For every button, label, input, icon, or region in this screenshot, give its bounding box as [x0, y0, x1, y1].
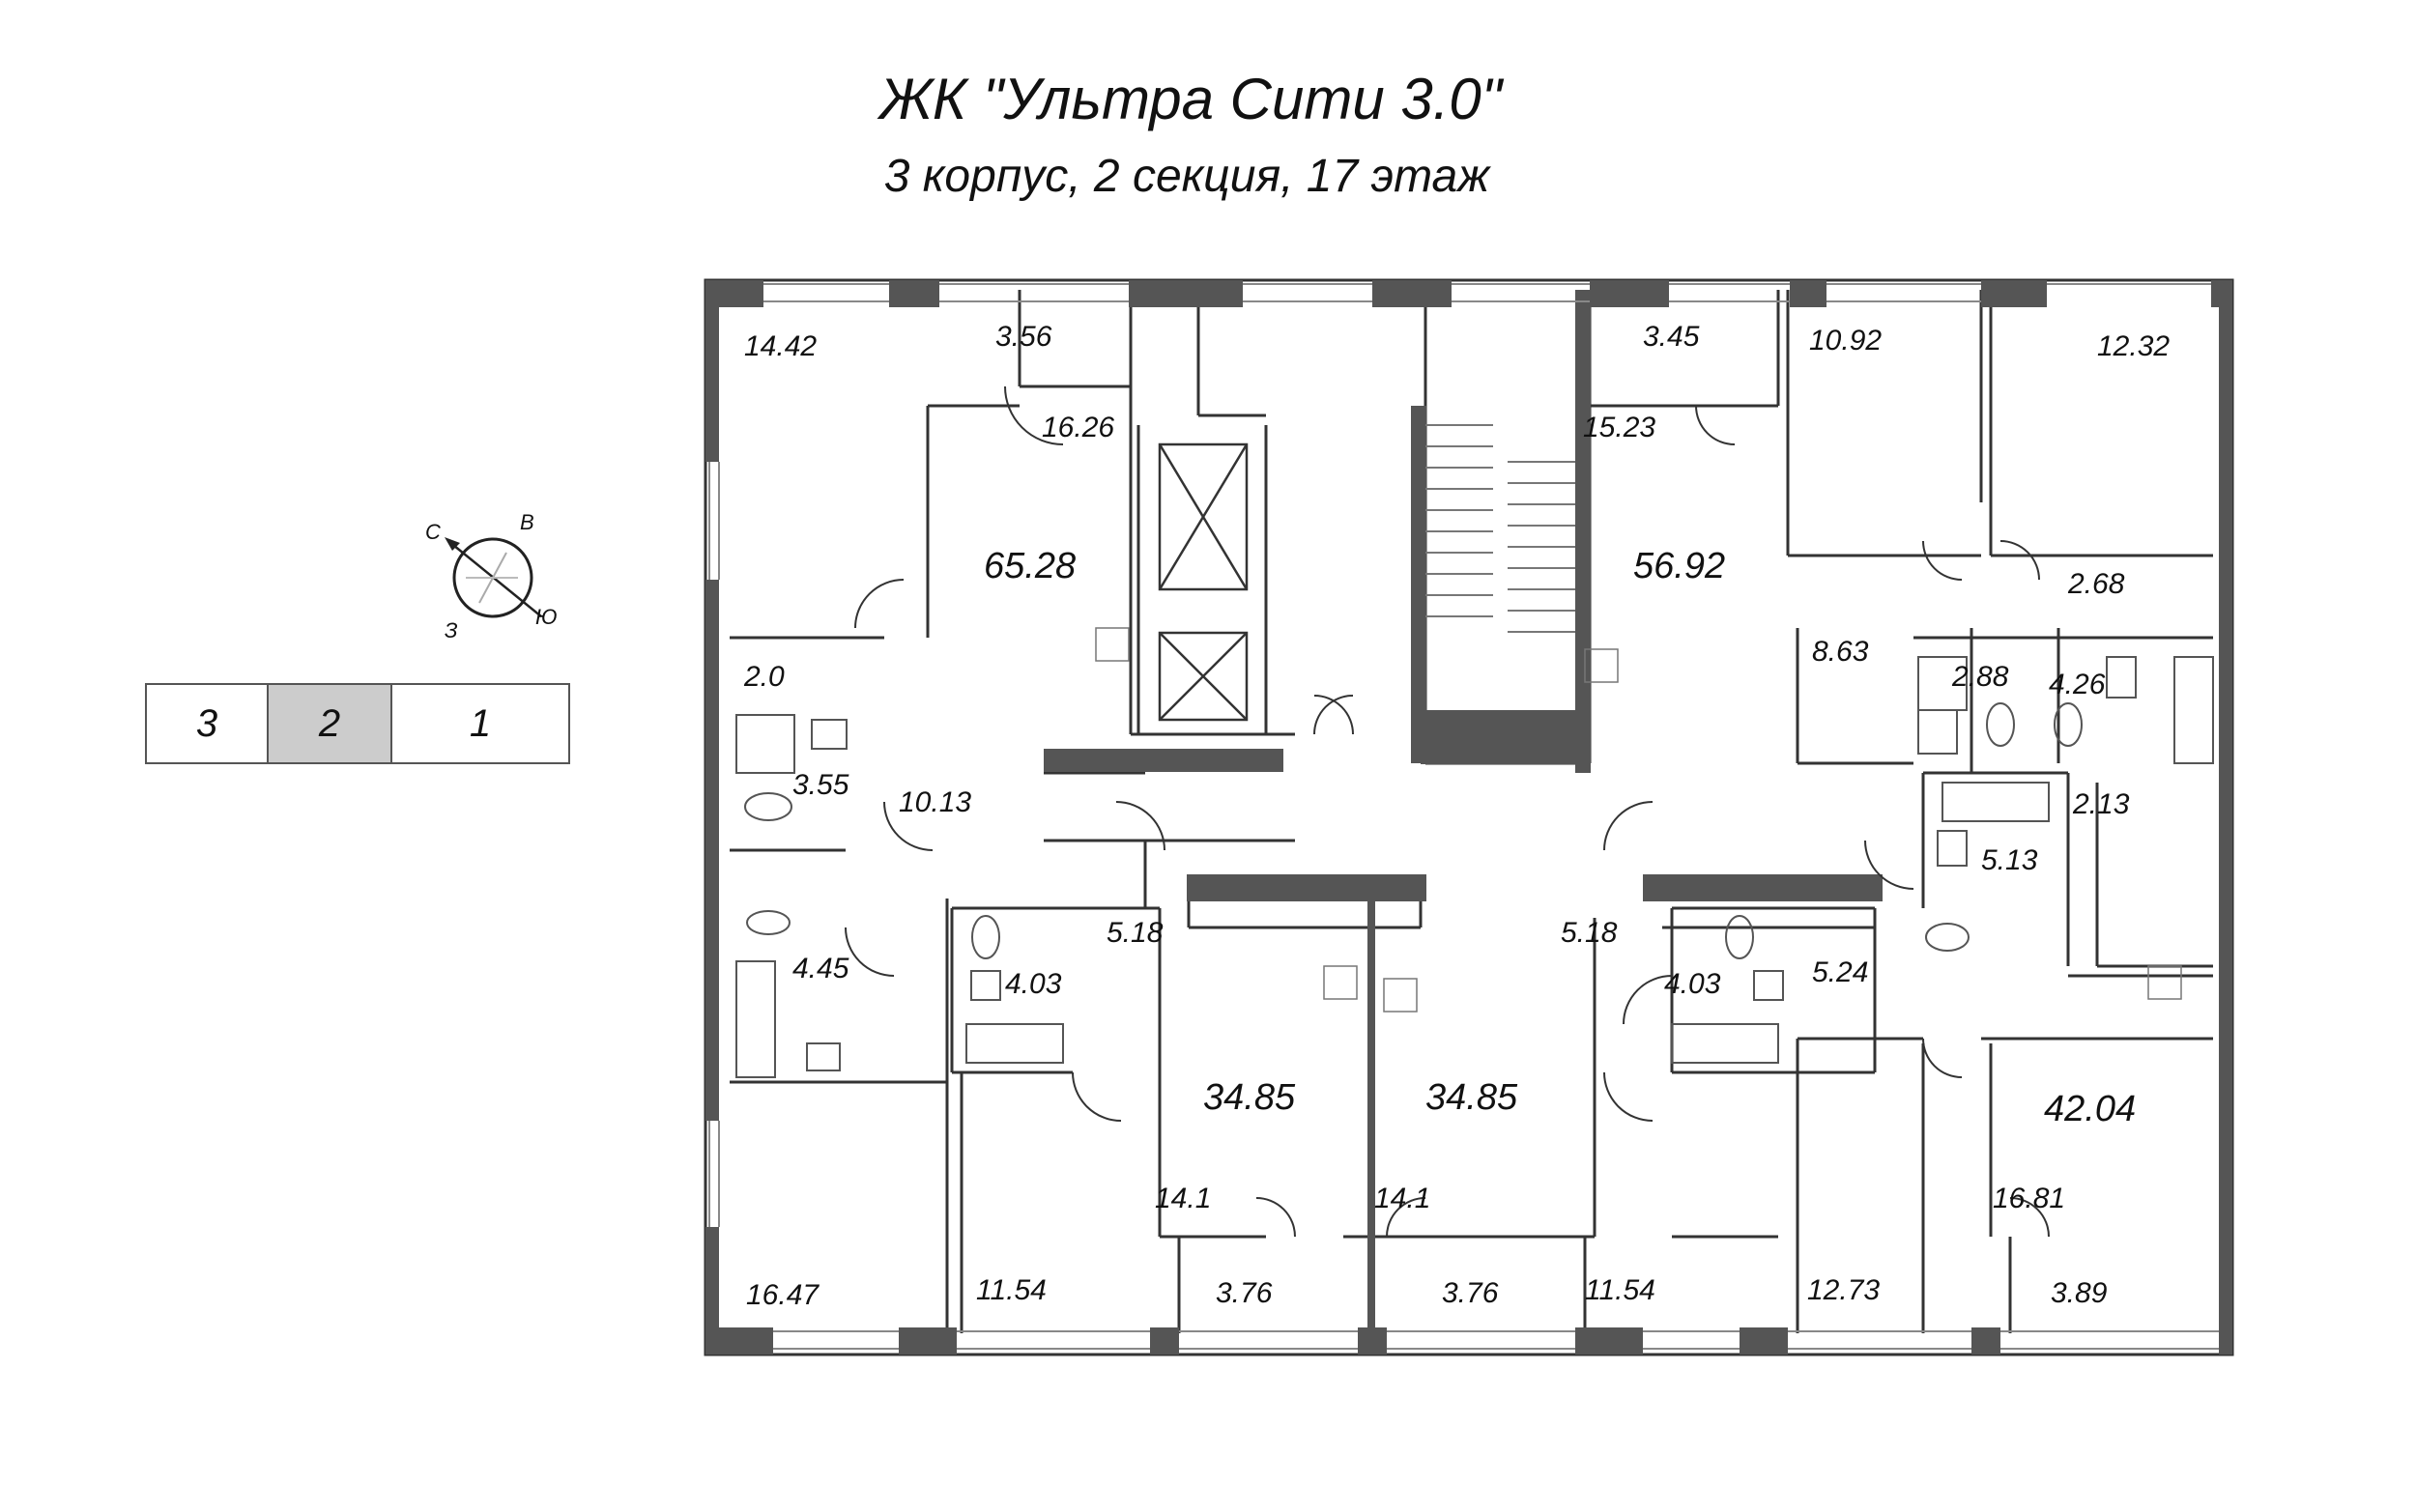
room-area-label: 8.63	[1812, 636, 1869, 668]
apartment-area-label: 56.92	[1633, 546, 1725, 586]
room-area-label: 5.18	[1561, 917, 1618, 949]
section-selector: 3 2 1	[145, 683, 570, 768]
room-area-label: 3.76	[1442, 1277, 1499, 1309]
room-area-label: 4.03	[1005, 968, 1062, 1000]
room-area-label: 16.81	[1993, 1183, 2065, 1214]
room-area-label: 12.73	[1807, 1274, 1880, 1306]
room-area-label: 3.55	[792, 769, 849, 801]
apartment-area-label: 34.85	[1425, 1077, 1518, 1118]
room-area-label: 11.54	[1585, 1274, 1655, 1306]
room-area-label: 11.54	[976, 1274, 1047, 1306]
plumbing-fixtures	[735, 656, 2214, 1078]
apartment-area-label: 42.04	[2044, 1089, 2136, 1129]
room-area-label: 3.45	[1643, 321, 1700, 353]
room-area-label: 5.24	[1812, 956, 1868, 988]
compass-east-label: В	[520, 510, 534, 534]
room-area-label: 10.92	[1809, 325, 1882, 357]
room-area-label: 3.89	[2051, 1277, 2108, 1309]
room-area-label: 2.88	[1951, 661, 2009, 693]
room-area-label: 2.68	[2067, 568, 2125, 600]
room-area-label: 16.47	[746, 1279, 820, 1311]
plan-walls	[705, 280, 2232, 1355]
apartment-area-label: 65.28	[984, 546, 1076, 586]
complex-title: ЖК "Ультра Сити 3.0"	[878, 67, 1503, 131]
compass-north-label: С	[425, 520, 441, 544]
stairwell	[1425, 424, 1575, 633]
stove-icons	[1095, 627, 2182, 1013]
room-area-label: 4.03	[1664, 968, 1721, 1000]
room-area-label: 14.1	[1155, 1183, 1211, 1214]
building-subtitle: 3 корпус, 2 секция, 17 этаж	[883, 151, 1490, 202]
room-area-label: 5.13	[1981, 844, 2038, 876]
door-swings	[845, 385, 2050, 1238]
compass-rose: С В Ю З	[417, 510, 572, 645]
windows	[708, 283, 2219, 1350]
section-3-button[interactable]: 3	[145, 683, 269, 764]
room-area-label: 16.26	[1042, 412, 1114, 443]
room-area-label: 2.13	[2072, 788, 2130, 820]
section-2-button[interactable]: 2	[269, 683, 392, 764]
room-area-label: 4.26	[2049, 669, 2106, 700]
room-area-label: 2.0	[743, 661, 785, 693]
compass-south-label: Ю	[535, 605, 558, 629]
room-area-label: 3.76	[1216, 1277, 1273, 1309]
room-area-label: 3.56	[995, 321, 1052, 353]
section-1-button[interactable]: 1	[392, 683, 570, 764]
room-area-label: 5.18	[1107, 917, 1164, 949]
room-area-label: 4.45	[792, 953, 849, 984]
compass-icon	[445, 537, 542, 618]
apartment-area-label: 34.85	[1203, 1077, 1296, 1118]
elevator-shafts	[1158, 442, 1249, 722]
compass-west-label: З	[445, 618, 458, 642]
room-area-label: 10.13	[899, 786, 971, 818]
room-area-label: 14.1	[1374, 1183, 1430, 1214]
room-area-label: 15.23	[1583, 412, 1655, 443]
plan-labels: 65.28 56.92 34.85 34.85 42.04 14.42 3.56…	[743, 321, 2170, 1311]
room-area-label: 14.42	[744, 330, 817, 362]
room-area-label: 12.32	[2097, 330, 2170, 362]
